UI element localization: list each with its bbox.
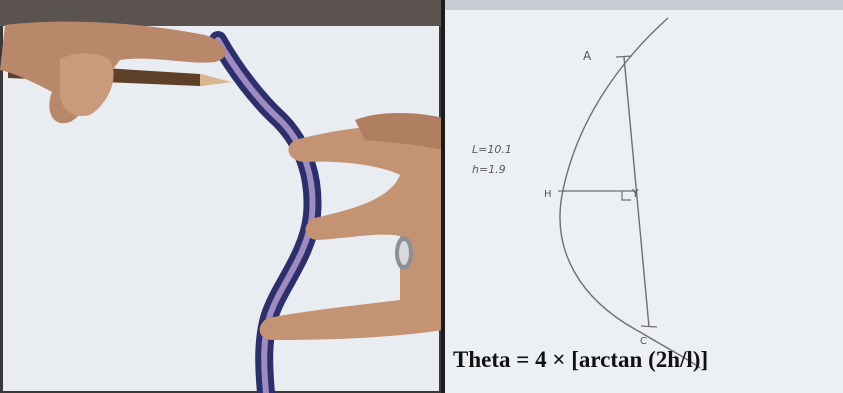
ring-icon (395, 236, 413, 270)
right-hand (259, 113, 443, 341)
arc-curve (559, 17, 701, 369)
right-drawing-panel (445, 0, 843, 393)
handwritten-measurements: L=10.1 h=1.9 (472, 140, 512, 180)
chord-line (623, 56, 650, 328)
hand-icon (0, 21, 226, 124)
label-point-c: C (640, 336, 647, 347)
left-photo-panel (0, 0, 443, 393)
measurement-height: h=1.9 (472, 163, 506, 176)
theta-formula: Theta = 4 × [arctan (2h/l)] (453, 347, 709, 372)
measurement-length: L=10.1 (472, 143, 512, 156)
label-point-y: Y (632, 187, 639, 200)
panel-divider (441, 0, 445, 393)
right-angle-marker (621, 191, 631, 201)
label-point-a: A (583, 49, 592, 63)
label-point-h: H (544, 189, 552, 200)
